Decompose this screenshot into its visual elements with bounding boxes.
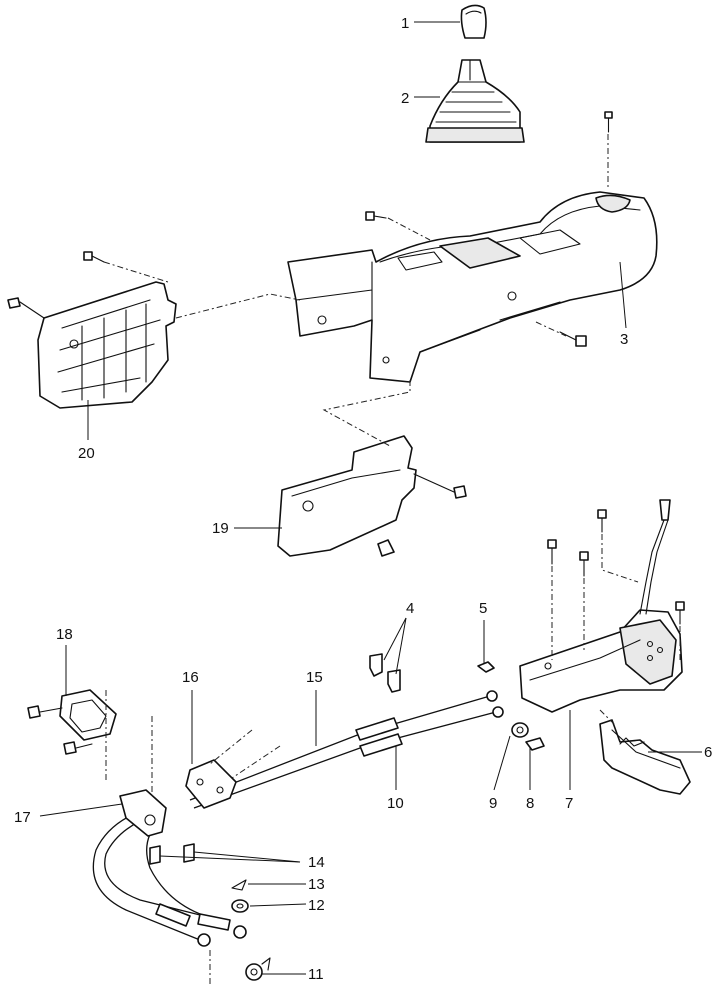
callout-labels: 1 2 3 4 5 6 7 8 9 10 11 12 13 14 15 16 1… — [14, 15, 712, 983]
callout-19: 19 — [212, 520, 229, 537]
part-6-lower-bracket — [599, 719, 691, 795]
callout-13: 13 — [308, 876, 325, 893]
part-20-left-panel — [7, 251, 177, 409]
part-4-clips — [369, 653, 401, 693]
part-15-shift-cables — [92, 690, 504, 947]
callout-4: 4 — [406, 600, 414, 617]
callout-9: 9 — [489, 795, 497, 812]
callout-2: 2 — [401, 90, 409, 107]
callout-8: 8 — [526, 795, 534, 812]
alignment-dashed-lines — [103, 134, 681, 987]
callout-5: 5 — [479, 600, 487, 617]
part-17-cable-bracket — [119, 789, 167, 837]
callout-7: 7 — [565, 795, 573, 812]
part-7-bolts — [547, 509, 685, 625]
part-9-bushing — [511, 722, 529, 738]
callout-3: 3 — [620, 331, 628, 348]
callout-1: 1 — [401, 15, 409, 32]
part-12-bushing — [231, 899, 249, 913]
part-19-cover-plate — [277, 435, 467, 557]
callout-17: 17 — [14, 809, 31, 826]
part-11-bushing-clip — [245, 957, 271, 981]
callout-12: 12 — [308, 897, 325, 914]
callout-15: 15 — [306, 669, 323, 686]
callout-14: 14 — [308, 854, 325, 871]
part-16-cable-bracket — [185, 759, 237, 809]
part-14-clips — [149, 843, 195, 865]
leader-lines — [39, 21, 702, 975]
callout-11: 11 — [308, 966, 324, 983]
part-3-screws — [365, 111, 613, 347]
callout-6: 6 — [704, 744, 712, 761]
part-18-mount-plate — [27, 689, 117, 755]
part-2-shift-boot — [425, 59, 525, 143]
part-8-clip — [525, 737, 545, 751]
part-5-clip — [477, 661, 495, 673]
part-1-shift-knob — [460, 4, 487, 39]
part-7-shifter-base — [519, 499, 683, 713]
callout-18: 18 — [56, 626, 73, 643]
callout-10: 10 — [387, 795, 404, 812]
callout-16: 16 — [182, 669, 199, 686]
callout-20: 20 — [78, 445, 95, 462]
part-13-clip — [231, 879, 247, 891]
part-3-center-console — [287, 191, 658, 383]
